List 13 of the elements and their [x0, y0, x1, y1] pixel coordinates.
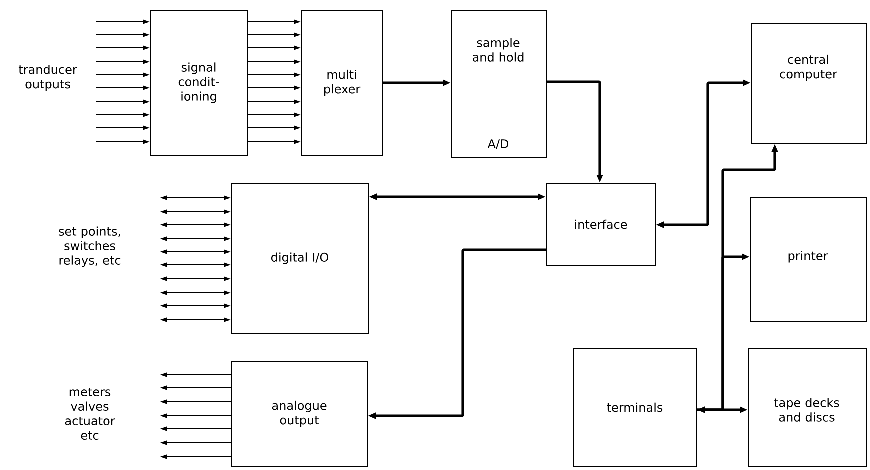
- process-box: signal condit- ioning: [150, 10, 248, 156]
- process-box: terminals: [573, 348, 697, 467]
- process-box: central computer: [751, 23, 867, 144]
- signal-label: tranducer outputs: [18, 64, 78, 92]
- process-box: tape decks and discs: [748, 348, 867, 467]
- signal-label: meters valves actuator etc: [65, 388, 116, 440]
- process-box: digital I/O: [231, 183, 369, 334]
- signal-label: set points, switches relays, etc: [59, 226, 121, 268]
- process-box: interface: [546, 183, 656, 266]
- process-box: multi plexer: [301, 10, 383, 156]
- process-box: analogue output: [231, 361, 368, 467]
- process-box: printer: [750, 197, 867, 322]
- process-box: sample and hold A/D: [451, 10, 547, 158]
